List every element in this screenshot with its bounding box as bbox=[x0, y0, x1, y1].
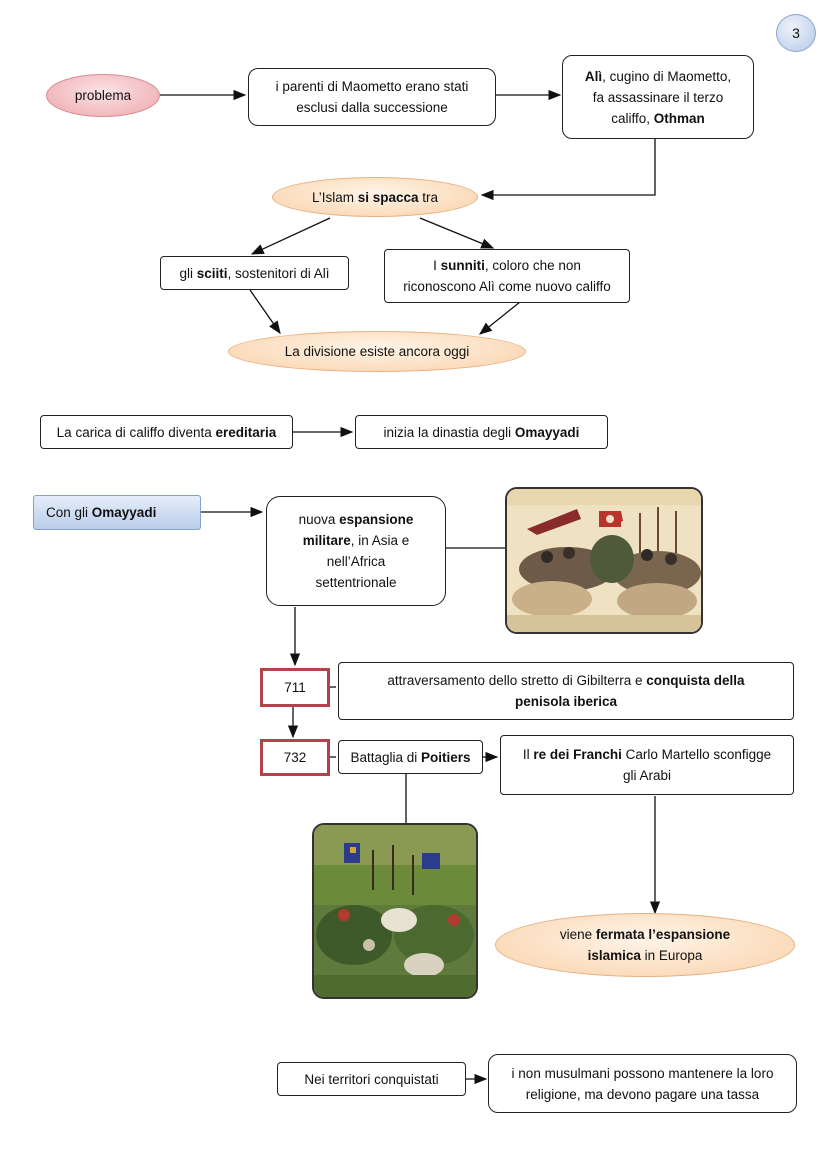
ali-text: Alì, cugino di Maometto, fa assassinare … bbox=[584, 68, 732, 126]
hereditary-text: La carica di califfo diventa ereditaria bbox=[56, 424, 277, 440]
gibraltar-box: attraversamento dello stretto di Gibilte… bbox=[338, 662, 794, 720]
year-711: 711 bbox=[284, 680, 306, 695]
page-number-badge: 3 bbox=[776, 14, 816, 52]
dynasty-box: inizia la dinastia degli Omayyadi bbox=[355, 415, 608, 449]
sunnis-box: I sunniti, coloro che non riconoscono Al… bbox=[384, 249, 630, 303]
ali-box: Alì, cugino di Maometto, fa assassinare … bbox=[562, 55, 754, 139]
excluded-relatives-box: i parenti di Maometto erano stati esclus… bbox=[248, 68, 496, 126]
shiites-text: gli sciiti, sostenitori di Alì bbox=[179, 265, 330, 281]
poitiers-battle-miniature bbox=[312, 823, 478, 999]
poitiers-text: Battaglia di Poitiers bbox=[350, 749, 471, 765]
conquered-territories-box: Nei territori conquistati bbox=[277, 1062, 466, 1096]
with-umayyads-text: Con gli Omayyadi bbox=[46, 505, 157, 520]
page-number: 3 bbox=[792, 25, 800, 41]
poitiers-box: Battaglia di Poitiers bbox=[338, 740, 483, 774]
problem-label: problema bbox=[74, 88, 132, 103]
sunnis-text: I sunniti, coloro che non riconoscono Al… bbox=[403, 258, 611, 294]
islam-split-text: L’Islam si spacca tra bbox=[311, 189, 439, 205]
military-expansion-text: nuova espansione militare, in Asia e nel… bbox=[298, 512, 414, 590]
franks-king-text: Il re dei Franchi Carlo Martello sconfig… bbox=[522, 747, 772, 783]
division-ellipse: La divisione esiste ancora oggi bbox=[228, 331, 526, 372]
non-muslims-tax-text: i non musulmani possono mantenere la lor… bbox=[511, 1065, 774, 1102]
year-711-box: 711 bbox=[260, 668, 330, 707]
expansion-stopped-ellipse: viene fermata l’espansione islamica in E… bbox=[495, 913, 795, 977]
excluded-relatives-text: i parenti di Maometto erano stati esclus… bbox=[275, 79, 469, 115]
franks-king-box: Il re dei Franchi Carlo Martello sconfig… bbox=[500, 735, 794, 795]
islam-split-ellipse: L’Islam si spacca tra bbox=[272, 177, 478, 217]
shiites-box: gli sciiti, sostenitori di Alì bbox=[160, 256, 349, 290]
year-732: 732 bbox=[283, 750, 307, 765]
expansion-stopped-text: viene fermata l’espansione islamica in E… bbox=[559, 927, 731, 963]
gibraltar-text: attraversamento dello stretto di Gibilte… bbox=[387, 673, 745, 709]
poitiers-battle-illustration bbox=[314, 825, 476, 997]
with-umayyads-box: Con gli Omayyadi bbox=[33, 495, 201, 530]
military-expansion-box: nuova espansione militare, in Asia e nel… bbox=[266, 496, 446, 606]
year-732-box: 732 bbox=[260, 739, 330, 776]
non-muslims-tax-box: i non musulmani possono mantenere la lor… bbox=[488, 1054, 797, 1113]
problem-ellipse: problema bbox=[46, 74, 160, 117]
division-text: La divisione esiste ancora oggi bbox=[284, 344, 470, 359]
hereditary-box: La carica di califfo diventa ereditaria bbox=[40, 415, 293, 449]
arab-cavalry-miniature bbox=[505, 487, 703, 634]
arab-cavalry-illustration bbox=[507, 489, 701, 632]
conquered-territories-text: Nei territori conquistati bbox=[304, 1071, 439, 1087]
dynasty-text: inizia la dinastia degli Omayyadi bbox=[383, 424, 580, 440]
